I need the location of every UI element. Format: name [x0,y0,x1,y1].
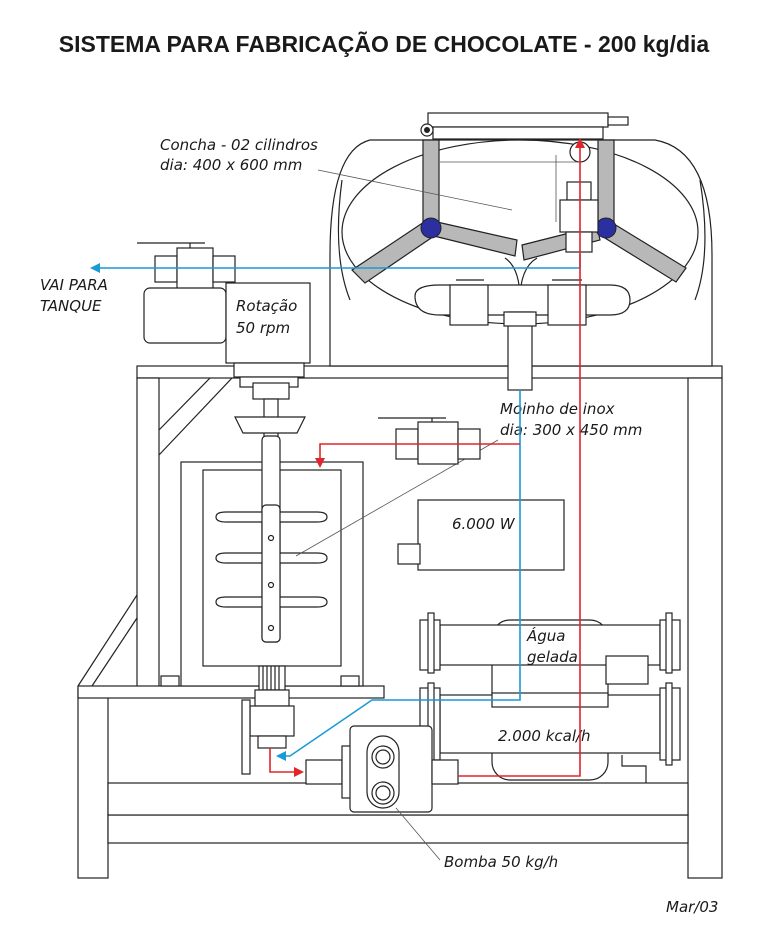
conche-machine [329,112,713,391]
rotor-arm [422,139,440,223]
label-vai-para: VAI PARA [40,276,108,294]
outlet-valve [137,242,236,291]
roller-right-icon [595,217,617,239]
pump-rotor-icon [371,781,395,805]
arrow-left-icon [276,751,286,761]
label-moinho: Moinho de inox [500,400,615,418]
rotor-arm [597,139,615,223]
label-moinho-dim: dia: 300 x 450 mm [500,421,642,439]
arrow-right-icon [294,767,304,777]
roller-left-icon [420,217,442,239]
heater [397,499,565,571]
arrow-left-icon [90,263,100,273]
label-rotacao: Rotação [236,297,297,315]
pump [305,725,459,813]
pump-rotor-icon [371,745,395,769]
return-valve [378,417,481,465]
arrow-up-icon [575,138,585,148]
gear-motor [143,282,311,388]
label-date: Mar/03 [666,898,718,916]
conche-lid [427,112,609,128]
label-concha-dim: dia: 400 x 600 mm [160,156,302,174]
mill [160,382,364,775]
hot-feed-line [269,138,585,777]
label-rotacao-speed: 50 rpm [236,319,290,337]
diagram-title: SISTEMA PARA FABRICAÇÃO DE CHOCOLATE - 2… [59,30,710,57]
label-tanque: TANQUE [40,297,102,315]
label-chiller-capacity: 2.000 kcal/h [498,727,591,745]
label-concha: Concha - 02 cilindros [160,136,318,154]
label-bomba: Bomba 50 kg/h [444,853,558,871]
label-heater-power: 6.000 W [452,515,516,533]
label-agua-gelada: gelada [527,648,578,666]
arrow-down-icon [315,458,325,468]
label-agua: Água [526,626,565,645]
